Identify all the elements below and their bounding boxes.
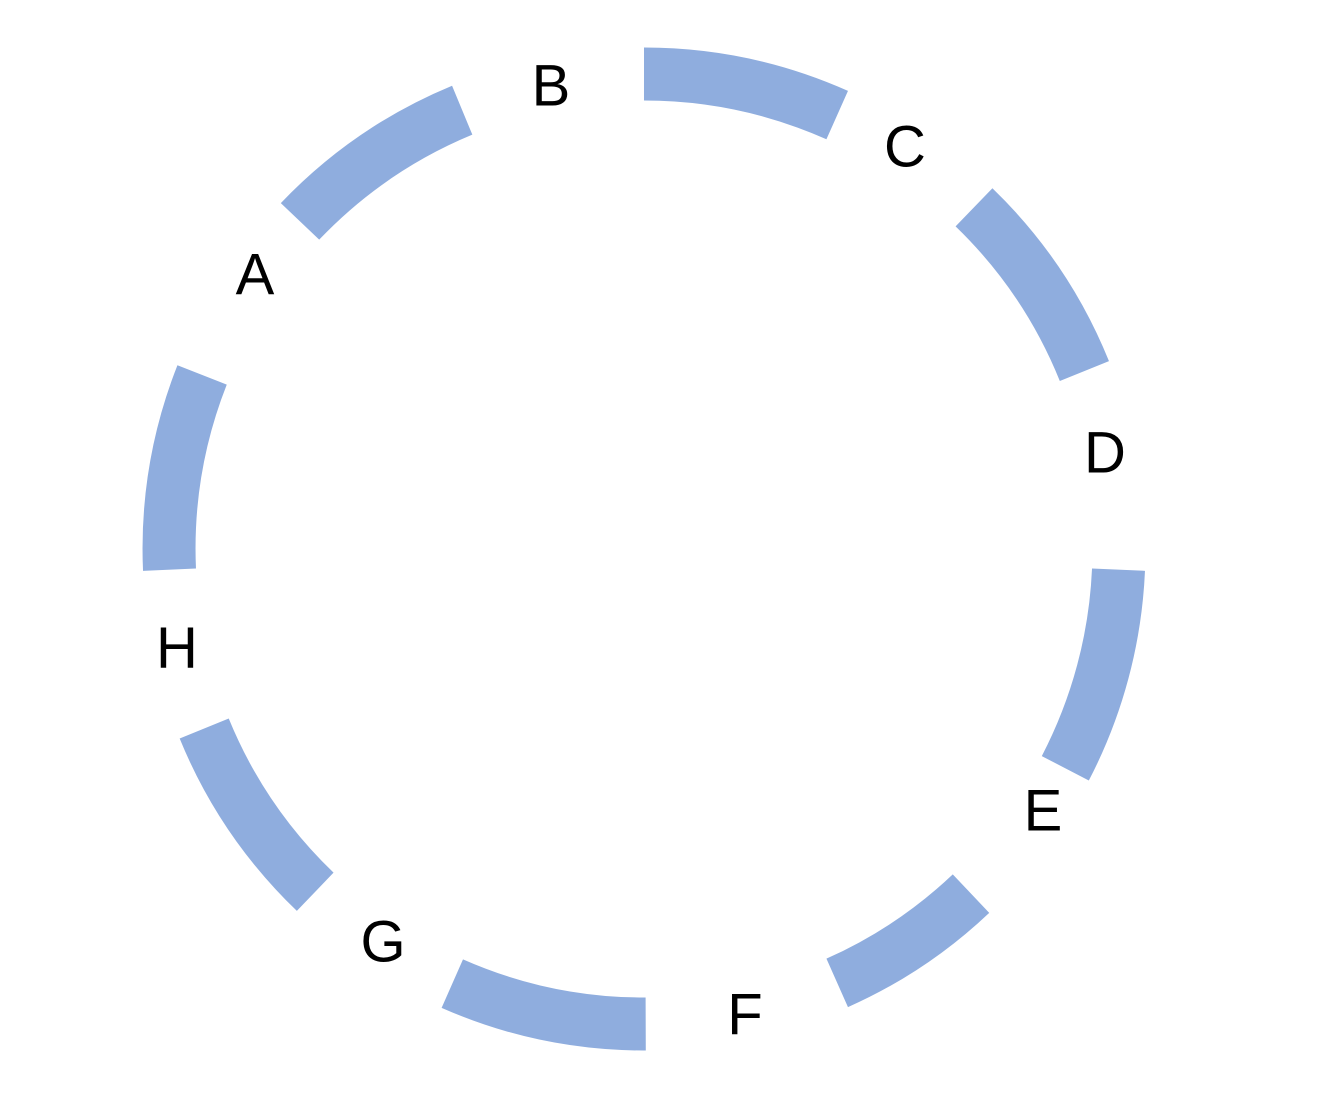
node-label-b: B <box>532 54 571 119</box>
arc-segment-e-f <box>826 874 990 1008</box>
arc-segment-h-a <box>142 365 227 571</box>
arc-segment-c-d <box>955 188 1109 382</box>
arc-segment-b-c <box>643 47 848 140</box>
node-label-g: G <box>360 910 405 975</box>
node-label-h: H <box>156 616 198 681</box>
node-label-f: F <box>727 983 762 1048</box>
node-label-c: C <box>884 115 926 180</box>
arc-segment-d-e <box>1041 568 1145 781</box>
cycle-arcs <box>142 47 1145 1051</box>
arc-segment-f-g <box>441 959 646 1051</box>
node-label-d: D <box>1084 421 1126 486</box>
arc-segment-g-h <box>179 718 334 911</box>
arc-segment-a-b <box>280 85 473 240</box>
node-label-e: E <box>1024 779 1063 844</box>
node-label-a: A <box>236 243 275 308</box>
